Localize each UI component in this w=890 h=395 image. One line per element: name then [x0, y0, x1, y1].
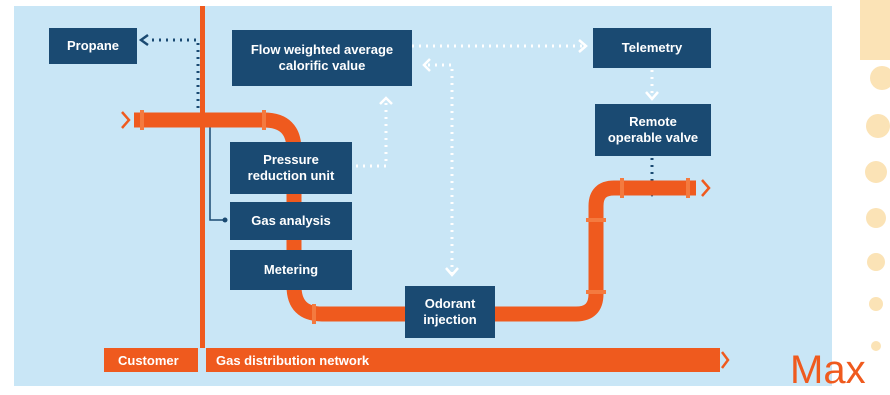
odorant-injection-box: Odorant injection	[405, 286, 495, 338]
gas-analysis-label: Gas analysis	[251, 213, 331, 228]
network-band: Gas distribution network	[206, 348, 720, 372]
band-chevrons	[104, 351, 730, 369]
propane-box: Propane	[49, 28, 137, 64]
customer-band: Customer	[104, 348, 198, 372]
metering-label: Metering	[263, 262, 319, 277]
propane-label: Propane	[66, 38, 119, 53]
network-label: Gas distribution network	[216, 352, 370, 368]
pressure-reduction-box: Pressure reduction unit	[230, 142, 352, 194]
telemetry-box: Telemetry	[593, 28, 711, 68]
customer-label: Customer	[118, 352, 179, 368]
flow-weighted-line2: calorific value	[278, 58, 366, 73]
pressure-reduction-line2: reduction unit	[247, 168, 335, 183]
odorant-injection-line2: injection	[423, 312, 477, 327]
odorant-injection-line1: Odorant	[424, 296, 476, 311]
decorative-dots	[860, 0, 890, 351]
metering-box: Metering	[230, 250, 352, 290]
gas-analysis-box: Gas analysis	[230, 202, 352, 240]
remote-valve-line1: Remote	[629, 114, 677, 129]
remote-valve-line2: operable valve	[607, 130, 699, 145]
telemetry-label: Telemetry	[621, 40, 683, 55]
gas-network-diagram: Propane Flow weighted average calorific …	[14, 6, 832, 386]
brand-text: Max	[790, 348, 866, 392]
pressure-reduction-line1: Pressure	[263, 152, 319, 167]
customer-network-boundary	[200, 6, 205, 348]
flow-weighted-line1: Flow weighted average	[250, 42, 394, 57]
remote-valve-box: Remote operable valve	[595, 104, 711, 156]
flow-weighted-box: Flow weighted average calorific value	[232, 30, 412, 86]
